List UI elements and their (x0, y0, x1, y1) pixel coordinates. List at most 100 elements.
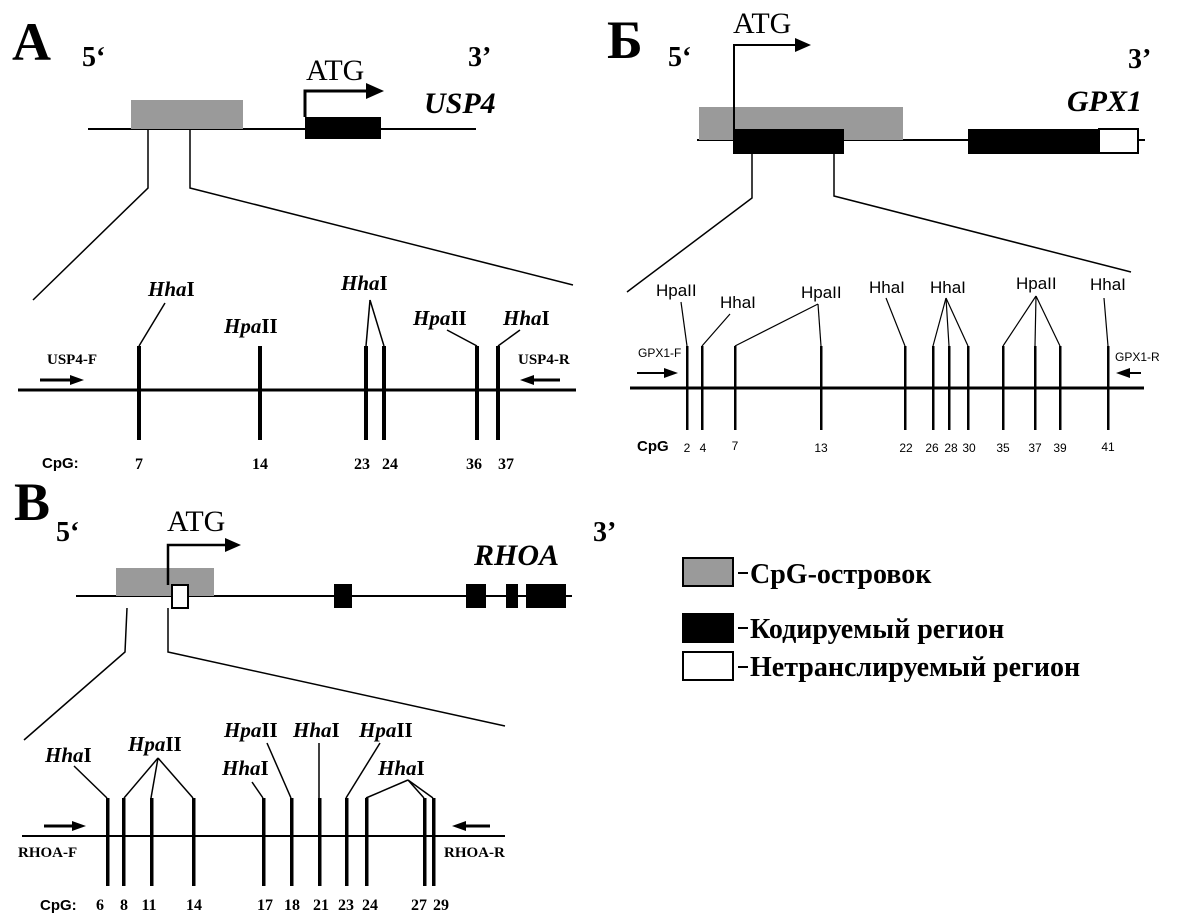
leader-c-5 (251, 781, 264, 799)
primer-arrowhead-f-c (72, 821, 86, 831)
cpg-number-b-39: 39 (1053, 441, 1067, 455)
cpg-number-a-23: 23 (354, 456, 370, 473)
site-bar-c-6 (106, 798, 110, 886)
enzyme-label-b-5: HhaI (930, 278, 966, 297)
cpg-number-a-37: 37 (498, 456, 514, 473)
enzyme-label-c-1: HhaI (44, 743, 92, 767)
panel-letter-b: Б (607, 10, 643, 70)
atg-arrowhead-c (225, 538, 241, 552)
three-prime-label-a: 3’ (468, 42, 491, 73)
site-bar-c-24 (365, 798, 369, 886)
cpg-number-b-13: 13 (814, 441, 828, 455)
atg-arrow-a (303, 89, 372, 117)
cpg-number-b-26: 26 (925, 441, 939, 455)
atg-label-c: ATG (167, 505, 225, 538)
panel-letter-a: А (12, 12, 51, 72)
five-prime-label-b: 5‘ (668, 42, 691, 73)
leader-c-11 (407, 779, 434, 799)
legend: CpG-островок Кодируемый регион Нетрансли… (682, 557, 1080, 683)
utr-b (1098, 128, 1139, 154)
enzyme-label-c-3: HpaII (223, 718, 278, 742)
atg-label-b: ATG (733, 7, 791, 40)
zoom-line-right-b (833, 154, 1132, 273)
site-bar-a-23 (364, 346, 368, 440)
cpg-number-b-30: 30 (962, 441, 976, 455)
cpg-number-b-41: 41 (1101, 440, 1115, 454)
enzyme-label-a-4: HpaII (412, 306, 467, 330)
coding-exon-b-1 (733, 129, 844, 154)
gene-name-usp4: USP4 (424, 87, 496, 120)
site-bar-b-7 (734, 346, 737, 430)
site-bar-b-2 (686, 346, 689, 430)
coding-exon-c-1 (334, 584, 352, 608)
cpg-row-label-c: CpG: (40, 897, 77, 914)
primer-f-label-a: USP4-F (47, 352, 97, 368)
leader-c-3 (150, 757, 159, 799)
panel-a: А 5‘ 3’ ATG USP4 USP4-F USP4-R (12, 12, 576, 473)
leader-a-3 (369, 299, 385, 347)
leader-b-3 (734, 303, 819, 347)
primer-arrowhead-r-b (1116, 368, 1130, 378)
cpg-number-c-14: 14 (186, 897, 202, 914)
gene-name-rhoa: RHOA (473, 539, 559, 572)
leader-b-1 (680, 301, 688, 347)
zoom-line-right-c (167, 608, 506, 727)
primer-arrowhead-f-b (664, 368, 678, 378)
leader-b-11 (1035, 295, 1061, 347)
cpg-number-a-36: 36 (466, 456, 482, 473)
utr-c (171, 584, 189, 609)
five-prime-label-c: 5‘ (56, 517, 79, 548)
enzyme-label-b-2: HhaI (720, 293, 756, 312)
primer-f-label-c: RHOA-F (18, 845, 77, 861)
site-bar-c-29 (432, 798, 436, 886)
site-bar-a-36 (475, 346, 479, 440)
cpg-number-b-2: 2 (684, 441, 691, 455)
enzyme-label-b-6: HpaII (1016, 274, 1057, 293)
cpg-island-a (131, 100, 243, 129)
primer-r-label-b: GPX1-R (1115, 350, 1160, 364)
primer-arrowhead-r-a (520, 375, 534, 385)
enzyme-label-c-4: HhaI (221, 756, 269, 780)
panel-b: Б 5‘ 3’ ATG GPX1 GPX1-F GPX1-R (607, 7, 1160, 455)
cpg-number-b-37: 37 (1028, 441, 1042, 455)
leader-b-10 (1034, 295, 1037, 347)
site-bar-b-28 (948, 346, 951, 430)
leader-b-6 (932, 297, 947, 347)
cpg-number-c-17: 17 (257, 897, 273, 914)
atg-arrowhead-a (366, 83, 384, 99)
leader-b-12 (1103, 297, 1109, 347)
primer-f-label-b: GPX1-F (638, 346, 681, 360)
coding-exon-b-2 (968, 129, 1099, 154)
primer-arrowhead-r-c (452, 821, 466, 831)
cpg-number-b-35: 35 (996, 441, 1010, 455)
atg-arrow-b (733, 44, 800, 129)
site-bar-b-26 (932, 346, 935, 430)
atg-arrow-c (166, 543, 230, 585)
zoom-line-right-a (189, 129, 574, 286)
leader-c-4 (157, 757, 194, 799)
cpg-number-b-28: 28 (944, 441, 958, 455)
cpg-number-c-21: 21 (313, 897, 329, 914)
coding-exon-c-2 (466, 584, 486, 608)
cpg-number-c-23: 23 (338, 897, 354, 914)
site-bar-b-4 (701, 346, 704, 430)
site-bar-c-14 (192, 798, 196, 886)
site-bar-a-14 (258, 346, 262, 440)
enzyme-label-b-3: HpaII (801, 283, 842, 302)
leader-a-2 (365, 299, 371, 347)
three-prime-label-c: 3’ (593, 517, 616, 548)
legend-label-cpg-island: CpG-островок (750, 559, 932, 590)
zoom-line-left-a (32, 129, 149, 301)
leader-b-4 (817, 303, 822, 347)
site-bar-c-23 (345, 798, 349, 886)
primer-arrowhead-f-a (70, 375, 84, 385)
leader-a-4 (446, 329, 478, 347)
legend-swatch-cpg-island (682, 557, 734, 587)
legend-label-utr: Нетранслируемый регион (750, 652, 1080, 683)
cpg-number-c-6: 6 (96, 897, 104, 914)
zoom-line-left-b (626, 154, 753, 293)
leader-a-1 (138, 302, 166, 347)
site-bar-c-27 (423, 798, 427, 886)
leader-c-2 (123, 757, 159, 799)
